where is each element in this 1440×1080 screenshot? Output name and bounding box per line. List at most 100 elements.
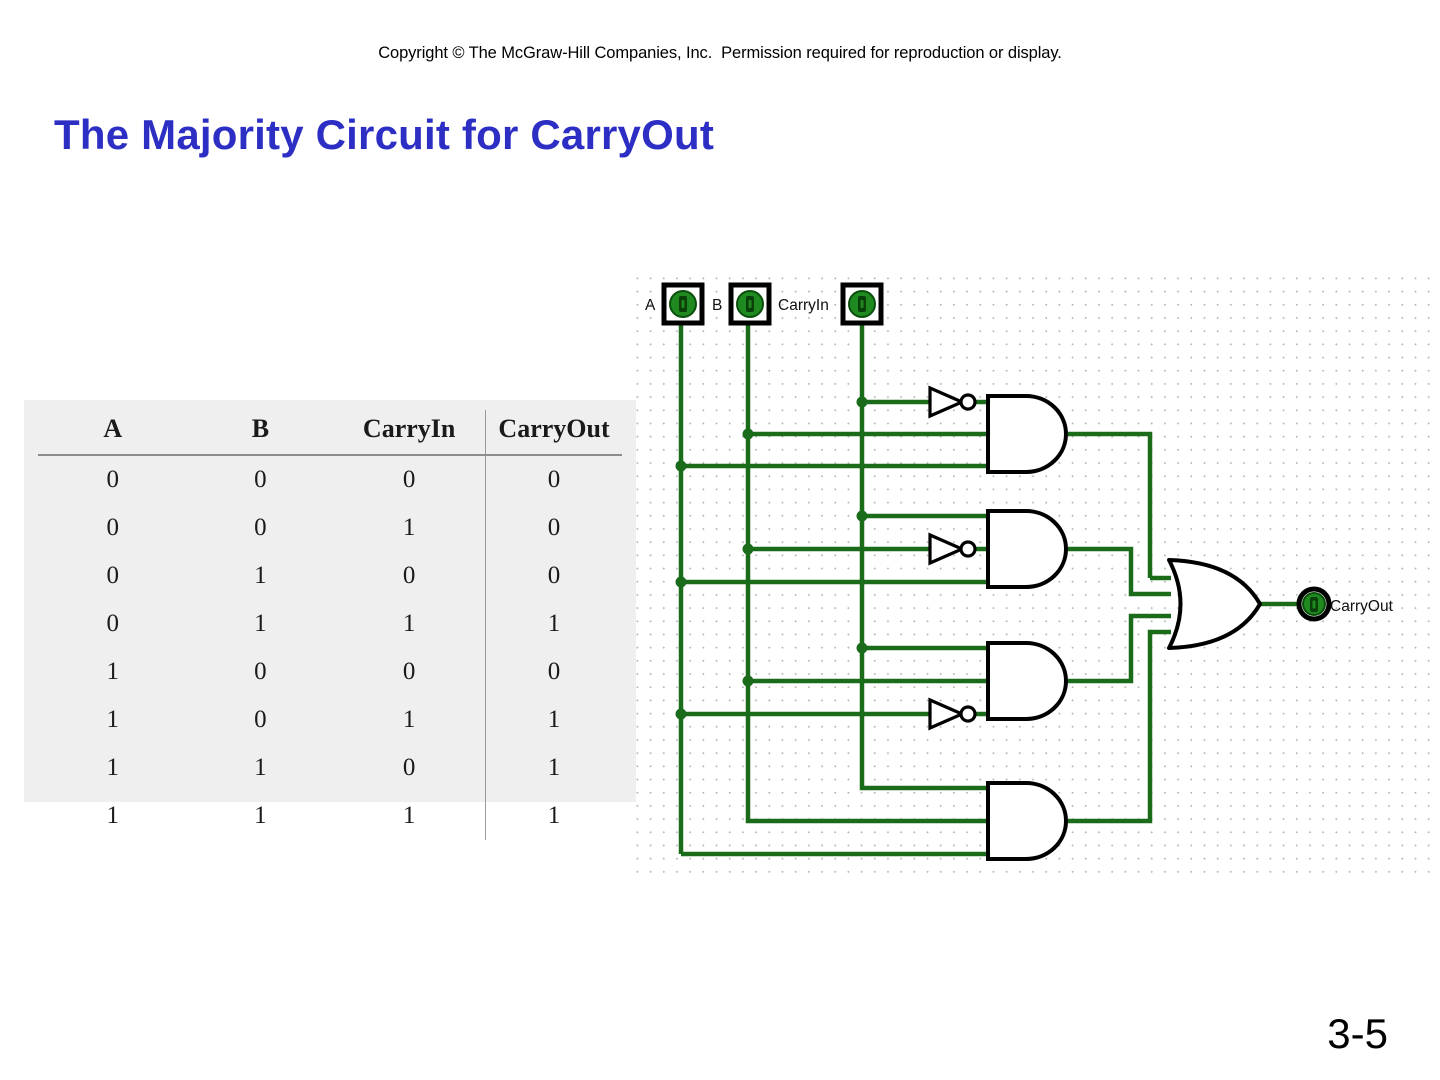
cell-b: 1 xyxy=(254,754,267,781)
cell-b: 0 xyxy=(254,658,267,685)
wire-b-to-gate4 xyxy=(745,802,988,824)
inverter-triangle-icon xyxy=(928,385,966,419)
cell-b: 0 xyxy=(254,514,267,541)
wire-junction-layer xyxy=(675,396,868,720)
table-row: 1 0 0 0 xyxy=(38,648,622,696)
wire-carryin-to-gate4 xyxy=(859,784,988,791)
wire-gate1-out-to-or xyxy=(1068,431,1153,578)
cell-b: 0 xyxy=(254,706,267,733)
cell-a: 1 xyxy=(106,802,120,829)
cell-carryout: 1 xyxy=(485,792,622,840)
cell-carryin: 1 xyxy=(402,610,416,637)
junction-dot xyxy=(856,396,868,408)
page-number: 3-5 xyxy=(1327,1010,1388,1057)
input-pin-b-label: B xyxy=(712,297,722,314)
cell-a: 1 xyxy=(106,754,120,781)
input-pin-a-led-ring xyxy=(669,290,697,318)
inverter-bubble-icon xyxy=(959,393,977,411)
inverter-layer xyxy=(928,385,977,731)
junction-dot xyxy=(856,642,868,654)
output-pin-carryout-led-ring xyxy=(1302,592,1326,616)
cell-carryout: 1 xyxy=(485,696,622,744)
table-row: 1 1 1 1 xyxy=(38,792,622,840)
cell-b: 1 xyxy=(254,562,267,589)
output-pin-carryout-value-hole xyxy=(1312,600,1316,609)
or-gate xyxy=(1167,558,1262,650)
not-gate-3 xyxy=(928,697,977,731)
cell-carryout: 1 xyxy=(485,600,622,648)
cell-a: 0 xyxy=(106,562,120,589)
junction-dot xyxy=(675,708,687,720)
cell-carryin: 0 xyxy=(402,658,416,685)
junction-dot xyxy=(675,460,687,472)
input-pin-carryin-led-ring xyxy=(848,290,876,318)
output-pin-carryout-label: CarryOut xyxy=(1330,598,1394,615)
table-header-row: A B CarryIn CarryOut xyxy=(38,410,622,456)
input-pin-b-value-hole xyxy=(748,300,752,308)
cell-b: 1 xyxy=(254,610,267,637)
column-header-b: B xyxy=(251,414,270,443)
table-row: 1 1 0 1 xyxy=(38,744,622,792)
cell-carryout: 0 xyxy=(485,504,622,552)
input-pin-layer[interactable]: A 0 B 0 xyxy=(645,282,884,326)
cell-carryout: 1 xyxy=(485,744,622,792)
inverter-triangle-icon xyxy=(928,532,966,566)
cell-a: 0 xyxy=(106,466,120,493)
truth-table-panel: A B CarryIn CarryOut 0 0 0 0 0 0 1 0 xyxy=(24,400,636,840)
cell-carryout: 0 xyxy=(485,648,622,696)
cell-carryin: 1 xyxy=(402,706,416,733)
cell-a: 0 xyxy=(106,610,120,637)
inverter-bubble-icon xyxy=(959,705,977,723)
and-gate-4 xyxy=(986,781,1068,861)
inverter-triangle-icon xyxy=(928,697,966,731)
input-pin-b-led-ring xyxy=(736,290,764,318)
table-row: 0 0 0 0 xyxy=(38,455,622,504)
input-pin-a-value-hole xyxy=(681,300,685,308)
copyright-notice: Copyright © The McGraw-Hill Companies, I… xyxy=(378,44,1062,62)
column-header-a: A xyxy=(103,414,123,443)
cell-b: 1 xyxy=(254,802,267,829)
and-gate-layer xyxy=(986,394,1068,861)
wire-layer xyxy=(678,310,1302,857)
cell-carryin: 0 xyxy=(402,466,416,493)
input-pin-carryin-label: CarryIn xyxy=(778,297,829,314)
input-pin-a[interactable]: A 0 xyxy=(645,282,705,326)
truth-table-body: 0 0 0 0 0 0 1 0 0 1 0 0 0 xyxy=(38,455,622,840)
wire-gate3-out-to-or xyxy=(1068,613,1171,684)
circuit-diagram-canvas: A 0 B 0 xyxy=(636,276,1440,874)
not-gate-2 xyxy=(928,532,977,566)
cell-a: 0 xyxy=(106,514,120,541)
output-pin-carryout[interactable]: 0 CarryOut xyxy=(1296,586,1394,622)
cell-carryin: 1 xyxy=(402,514,416,541)
column-header-carryout: CarryOut xyxy=(485,410,622,456)
cell-a: 1 xyxy=(106,706,120,733)
input-pin-carryin-value-hole xyxy=(860,300,864,308)
truth-table-header: A B CarryIn CarryOut xyxy=(38,410,622,456)
inverter-bubble-icon xyxy=(959,540,977,558)
not-gate-1 xyxy=(928,385,977,419)
junction-dot xyxy=(856,510,868,522)
and-gate-2 xyxy=(986,509,1068,589)
junction-dot xyxy=(675,576,687,588)
truth-table: A B CarryIn CarryOut 0 0 0 0 0 0 1 0 xyxy=(38,410,622,840)
column-header-carryin: CarryIn xyxy=(362,414,456,443)
junction-dot xyxy=(742,543,754,555)
circuit-schematic: A 0 B 0 xyxy=(645,282,1394,861)
page-title: The Majority Circuit for CarryOut xyxy=(54,111,715,158)
cell-carryin: 1 xyxy=(402,802,416,829)
table-row: 1 0 1 1 xyxy=(38,696,622,744)
input-pin-b[interactable]: B 0 xyxy=(712,282,772,326)
cell-carryout: 0 xyxy=(485,455,622,504)
cell-carryin: 0 xyxy=(402,562,416,589)
wire-gate2-out-to-or xyxy=(1068,546,1171,597)
and-gate-1 xyxy=(986,394,1068,474)
junction-dot xyxy=(742,428,754,440)
cell-carryin: 0 xyxy=(402,754,416,781)
table-row: 0 1 1 1 xyxy=(38,600,622,648)
and-gate-3 xyxy=(986,641,1068,721)
input-pin-carryin[interactable]: CarryIn 0 xyxy=(778,282,884,326)
junction-dot xyxy=(742,675,754,687)
or-gate-layer xyxy=(1167,558,1262,650)
cell-b: 0 xyxy=(254,466,267,493)
